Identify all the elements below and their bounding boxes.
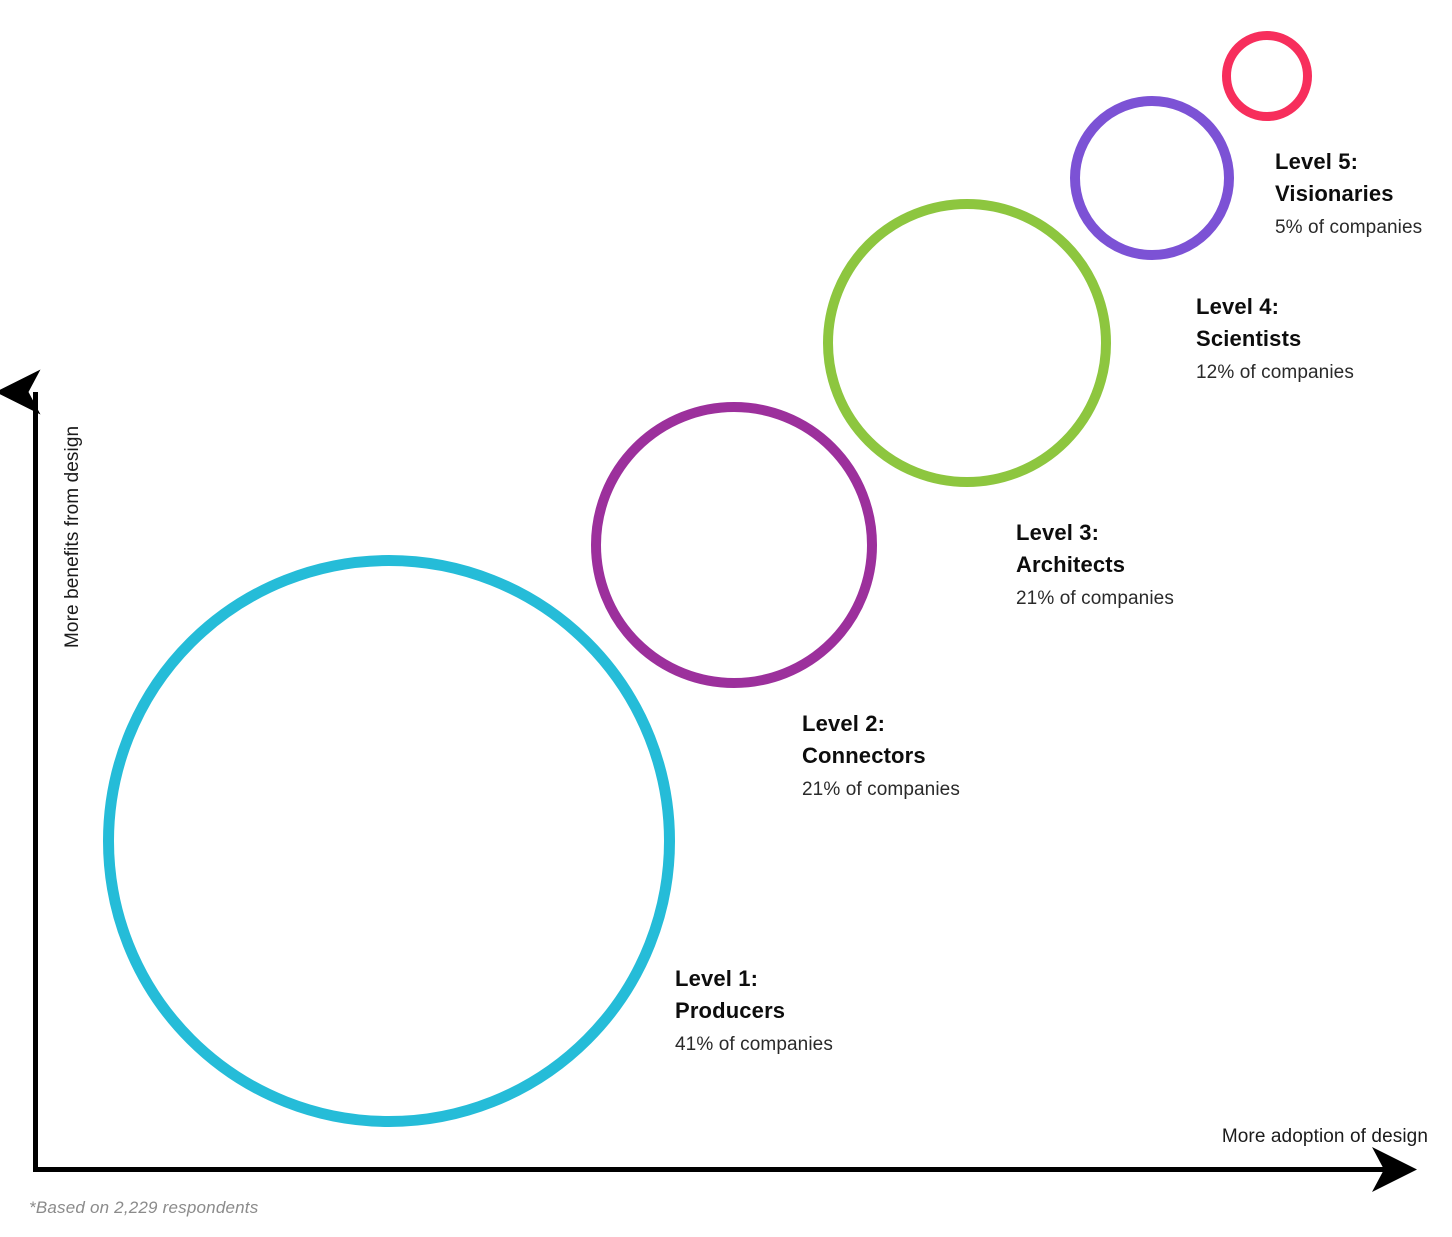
annotation-level-1-name: Producers <box>675 997 786 1023</box>
annotation-level-2: Level 2: Connectors 21% of companies <box>802 708 960 801</box>
footnote: *Based on 2,229 respondents <box>29 1198 259 1217</box>
annotation-level-2-percent: 21% of companies <box>802 778 960 800</box>
annotation-level-1: Level 1: Producers 41% of companies <box>675 963 833 1056</box>
annotation-level-5-level: Level 5: <box>1275 149 1359 174</box>
annotation-level-1-title: Level 1: Producers <box>675 963 833 1027</box>
annotation-level-5-name: Visionaries <box>1275 180 1394 206</box>
annotation-level-5: Level 5: Visionaries 5% of companies <box>1275 146 1422 239</box>
annotation-level-4-level: Level 4: <box>1196 294 1280 319</box>
annotation-level-5-title: Level 5: Visionaries <box>1275 146 1422 210</box>
annotation-level-2-level: Level 2: <box>802 711 886 736</box>
annotation-level-2-name: Connectors <box>802 742 926 768</box>
annotation-level-3-title: Level 3: Architects <box>1016 517 1174 581</box>
annotation-level-4-title: Level 4: Scientists <box>1196 291 1354 355</box>
bubble-level-3[interactable] <box>823 199 1111 487</box>
x-axis-label: More adoption of design <box>1221 1126 1428 1147</box>
bubble-level-2[interactable] <box>591 402 877 688</box>
annotation-level-4: Level 4: Scientists 12% of companies <box>1196 291 1354 384</box>
annotation-level-2-title: Level 2: Connectors <box>802 708 960 772</box>
annotation-level-5-percent: 5% of companies <box>1275 216 1423 238</box>
annotation-level-3-percent: 21% of companies <box>1016 587 1174 609</box>
annotation-level-1-percent: 41% of companies <box>675 1033 833 1055</box>
bubble-level-5[interactable] <box>1222 31 1312 121</box>
bubble-level-1[interactable] <box>103 555 675 1127</box>
annotation-level-4-name: Scientists <box>1196 325 1302 351</box>
annotation-level-3-name: Architects <box>1016 551 1126 577</box>
bubble-level-4[interactable] <box>1070 96 1234 260</box>
annotation-level-3: Level 3: Architects 21% of companies <box>1016 517 1174 610</box>
annotation-level-1-level: Level 1: <box>675 966 759 991</box>
annotation-level-4-percent: 12% of companies <box>1196 361 1354 383</box>
annotation-level-3-level: Level 3: <box>1016 520 1100 545</box>
